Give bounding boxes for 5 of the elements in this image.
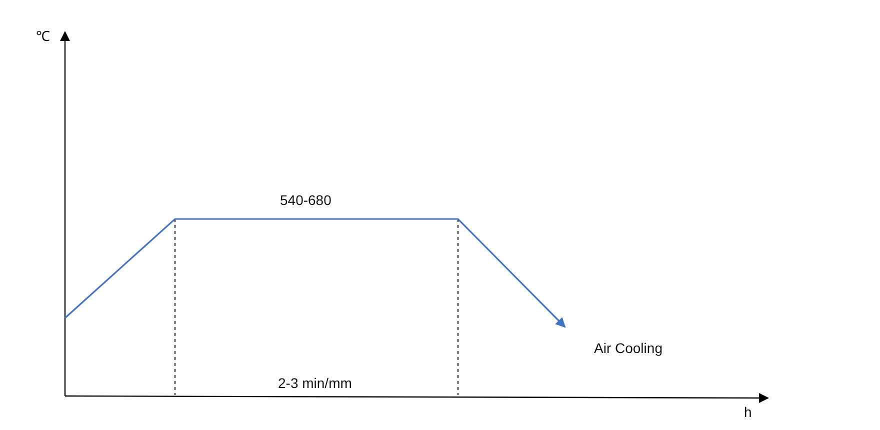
temperature-label: 540-680 (280, 192, 332, 208)
axis-unit-label: ℃ (36, 28, 50, 44)
duration-label: 2-3 min/mm (278, 375, 352, 391)
cooling-label: Air Cooling (594, 340, 662, 356)
axis-unit-label: h (744, 404, 752, 420)
